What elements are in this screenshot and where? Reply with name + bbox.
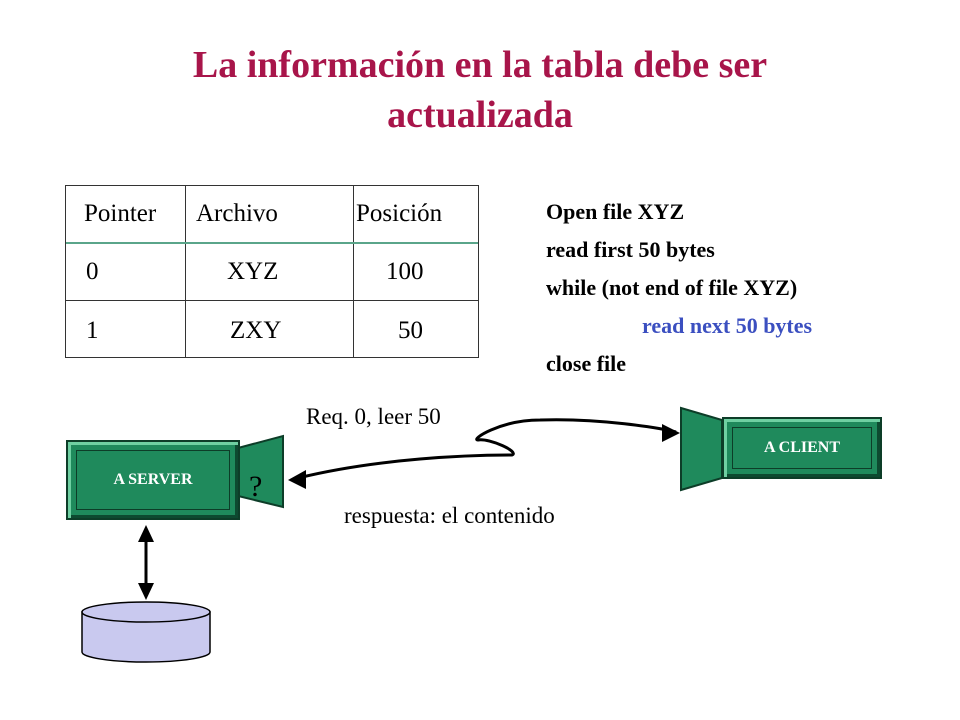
table-cell-archivo: XYZ — [227, 258, 279, 285]
table-divider — [353, 186, 354, 357]
code-line: Open file XYZ — [546, 199, 685, 224]
table-cell-posicion: 100 — [386, 258, 424, 285]
server-box: A SERVER — [66, 440, 240, 520]
client-box: A CLIENT — [722, 417, 882, 479]
table-header-archivo: Archivo — [196, 200, 278, 227]
table-header-posicion: Posición — [356, 200, 443, 227]
arrowhead-right — [662, 424, 680, 442]
code-line: close file — [546, 351, 627, 376]
code-line: while (not end of file XYZ) — [546, 275, 798, 300]
request-label: Req. 0, leer 50 — [306, 404, 441, 429]
table-cell-pointer: 1 — [86, 317, 99, 344]
pseudocode-block: Open file XYZ read first 50 bytes while … — [546, 193, 812, 383]
table-cell-posicion: 50 — [398, 317, 423, 344]
table-header-separator — [66, 242, 478, 244]
server-label: A SERVER — [76, 450, 230, 510]
title-line-1: La información en la tabla debe ser — [192, 44, 768, 86]
arrowhead-up — [138, 525, 154, 542]
table-divider — [185, 186, 186, 357]
connection-line — [297, 418, 677, 480]
title-line-2: actualizada — [387, 94, 573, 136]
slide-title: La información en la tabla debe ser actu… — [0, 40, 960, 140]
server-port-label: ? — [249, 470, 263, 503]
table-cell-archivo: ZXY — [230, 317, 282, 344]
code-line: read first 50 bytes — [546, 237, 715, 262]
database-top — [81, 601, 211, 623]
code-line-highlighted: read next 50 bytes — [642, 313, 813, 338]
client-port-shape — [680, 406, 723, 492]
table-header-pointer: Pointer — [84, 200, 157, 227]
arrowhead-down — [138, 583, 154, 600]
response-label: respuesta: el contenido — [344, 503, 555, 528]
table-row-separator — [66, 300, 478, 301]
database-body — [81, 611, 211, 663]
client-label: A CLIENT — [732, 427, 872, 469]
file-pointer-table: Pointer Archivo Posición 0 XYZ 100 1 ZXY… — [65, 185, 479, 358]
table-cell-pointer: 0 — [86, 258, 99, 285]
arrowhead-left — [288, 470, 306, 489]
